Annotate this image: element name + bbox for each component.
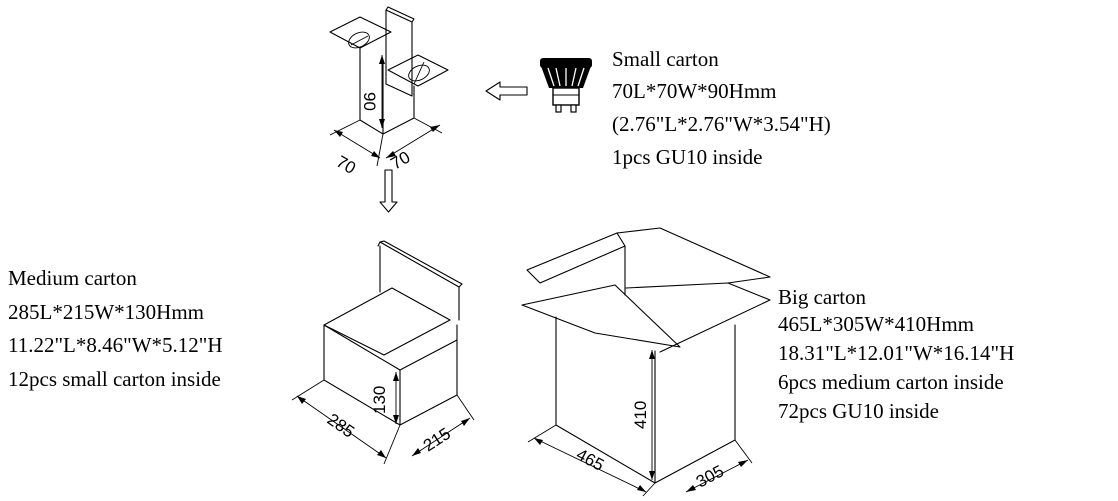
medium-carton-width-arrow-1	[412, 448, 421, 456]
medium-carton-top-right-edge	[399, 339, 458, 371]
medium-carton-length-dim-line	[296, 395, 387, 459]
small-carton-height-arrow-bottom	[379, 119, 385, 128]
big-carton-height-arrow-top	[649, 350, 655, 359]
small-carton-contents: 1pcs GU10 inside	[612, 145, 763, 169]
big-carton-length-ext-2	[642, 482, 656, 497]
small-carton-length-arrow-1	[334, 130, 343, 137]
big-carton-front-right-flap	[625, 282, 771, 353]
medium-carton-width-label: 215	[420, 424, 454, 455]
big-carton-width-arrow-2	[738, 460, 748, 467]
big-carton-length-arrow-2	[637, 485, 646, 492]
medium-carton-width-ext-1	[456, 394, 475, 421]
big-carton-length-ext-1	[527, 424, 557, 443]
small-carton-size-mm: 70L*70W*90Hmm	[612, 79, 776, 103]
big-carton-drawing	[521, 227, 771, 497]
small-carton-size-in: (2.76"L*2.76"W*3.54"H)	[612, 112, 831, 136]
medium-carton-size-mm: 285L*215W*130Hmm	[8, 300, 204, 324]
small-carton-length-label: 70	[333, 152, 359, 178]
small-carton-length-dim-line	[333, 129, 381, 159]
big-carton-length-arrow-1	[534, 438, 543, 445]
big-carton-length-dim-line	[533, 437, 647, 493]
medium-carton-length-ext-2	[383, 424, 401, 465]
small-carton-drawing	[329, 6, 449, 167]
small-carton-width-ext-1	[413, 117, 443, 134]
small-carton-height-arrow-top	[379, 55, 385, 64]
medium-carton-title: Medium carton	[8, 266, 137, 290]
small-carton-right-flap	[387, 54, 449, 87]
medium-carton-body	[323, 324, 458, 426]
medium-carton-height-label: 130	[370, 386, 389, 414]
arrow-left-icon	[485, 81, 528, 101]
small-carton-flap-hole-left	[348, 31, 370, 49]
medium-carton-drawing	[291, 240, 475, 465]
arrow-down-icon	[379, 169, 398, 213]
medium-carton-size-in: 11.22"L*8.46"W*5.12"H	[8, 333, 223, 357]
medium-carton-left-flap	[323, 287, 451, 356]
small-carton-back-flap	[385, 9, 413, 97]
small-carton-back-flap-top	[385, 6, 415, 23]
big-carton-size-mm: 465L*305W*410Hmm	[778, 312, 974, 336]
small-carton-flap-hole-right	[408, 64, 430, 82]
small-carton-height-label: 90	[360, 92, 379, 111]
medium-carton-back-flap-top	[377, 240, 463, 288]
big-carton-width-arrow-1	[686, 485, 696, 492]
big-carton-height-arrow-bottom	[649, 471, 655, 480]
medium-carton-top-front-edge	[323, 324, 401, 371]
big-carton-height-label: 410	[631, 401, 650, 429]
medium-carton-back-flap	[379, 241, 460, 321]
big-carton-size-in: 18.31"L*12.01"W*16.14"H	[778, 341, 1014, 365]
small-carton-flap-hole-right-line	[413, 61, 425, 85]
medium-carton-width-arrow-2	[461, 418, 470, 426]
medium-carton-length-arrow-2	[377, 450, 386, 458]
medium-carton-contents: 12pcs small carton inside	[8, 367, 221, 391]
small-carton-length-ext-1	[329, 119, 361, 136]
small-carton-length-ext-2	[376, 133, 384, 167]
medium-carton-width-dim-line	[411, 417, 471, 457]
small-carton-length-arrow-2	[371, 151, 380, 158]
big-carton-title: Big carton	[778, 285, 867, 309]
small-carton-left-flap	[329, 16, 392, 49]
small-carton-width-dim-line	[385, 124, 441, 159]
medium-carton-height-arrow-top	[393, 372, 399, 381]
big-carton-width-label: 305	[693, 461, 727, 491]
medium-carton-length-label: 285	[324, 410, 358, 442]
small-carton-title: Small carton	[612, 47, 719, 71]
medium-carton-height-arrow-bottom	[393, 415, 399, 424]
big-carton-front-left-flap	[521, 284, 681, 348]
big-carton-back-left-flap	[526, 232, 626, 284]
small-carton-flap-hole-left-line	[350, 35, 369, 46]
medium-carton-length-ext-1	[291, 379, 325, 401]
big-carton-contents-gu10: 72pcs GU10 inside	[778, 399, 939, 423]
big-carton-back-right-flap	[616, 227, 771, 284]
small-carton-width-arrow-2	[430, 125, 440, 132]
big-carton-width-dim-line	[685, 459, 749, 493]
big-carton-width-ext-1	[734, 439, 753, 464]
gu10-bulb-icon	[540, 58, 592, 113]
medium-carton-length-arrow-1	[297, 396, 306, 404]
small-carton-width-arrow-1	[386, 151, 396, 158]
big-carton-contents-medium: 6pcs medium carton inside	[778, 370, 1004, 394]
